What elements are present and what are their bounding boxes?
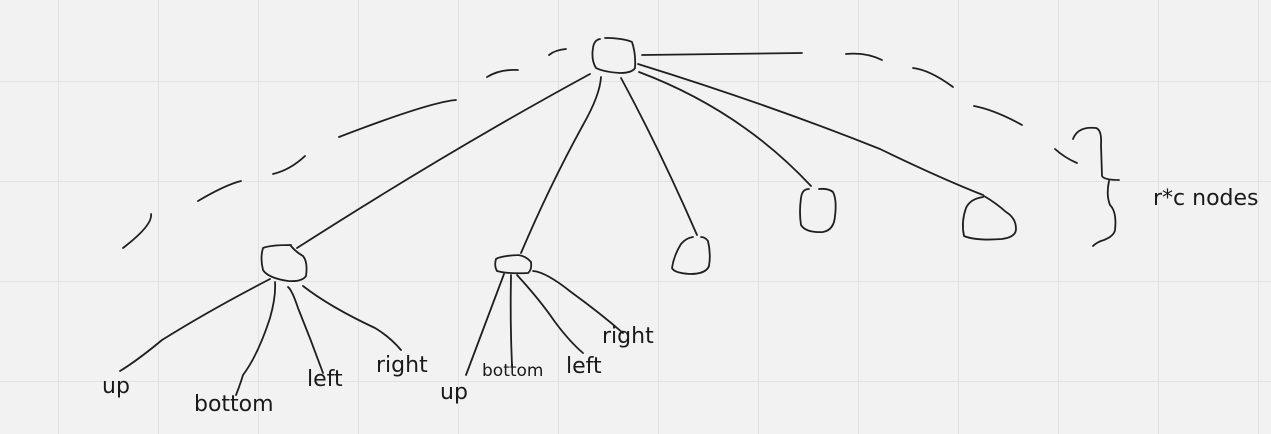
child-node-2 (494, 254, 533, 275)
root-horizontal-line (641, 52, 803, 56)
edge-root-to-child3 (620, 77, 698, 236)
dashed-arc-right (1054, 148, 1078, 164)
child1-bottom-label: bottom (194, 392, 274, 417)
node-count-label: r*c nodes (1153, 186, 1259, 211)
edge-root-to-child1 (296, 73, 591, 249)
edge-root-to-child4 (638, 71, 812, 187)
dashed-arc-right (912, 67, 954, 88)
child-node-5 (961, 195, 1017, 241)
dashed-arc-left (338, 99, 457, 138)
edge-child1-up (119, 278, 271, 372)
child1-up-label: up (102, 374, 130, 399)
child1-left-label: left (307, 367, 343, 392)
child2-right-label: right (602, 324, 654, 349)
child2-bottom-label: bottom (482, 361, 544, 381)
edge-root-to-child5 (637, 63, 984, 196)
dashed-arc-right (845, 52, 883, 61)
edge-child1-right (302, 285, 402, 351)
child-node-3 (671, 236, 711, 275)
edge-child2-up (465, 273, 505, 376)
dashed-arc-left (272, 155, 306, 175)
dashed-arc-right (973, 105, 1023, 126)
child-node-4 (799, 187, 837, 234)
edge-child1-left (287, 286, 324, 374)
edge-child2-right (532, 270, 624, 334)
dashed-arc-left (548, 48, 567, 56)
child-node-1 (260, 244, 308, 283)
dashed-arc-left (122, 213, 152, 249)
edge-child1-bottom (235, 281, 277, 396)
edge-root-to-child2 (520, 76, 602, 254)
child2-up-label: up (440, 380, 468, 405)
root-node (591, 37, 637, 74)
dashed-arc-left (197, 180, 242, 202)
dashed-arc-left (486, 68, 519, 78)
edge-child2-left (516, 274, 584, 354)
child2-left-label: left (566, 354, 602, 379)
edge-child2-bottom (509, 274, 513, 367)
child1-right-label: right (376, 353, 428, 378)
curly-brace (1072, 126, 1120, 247)
